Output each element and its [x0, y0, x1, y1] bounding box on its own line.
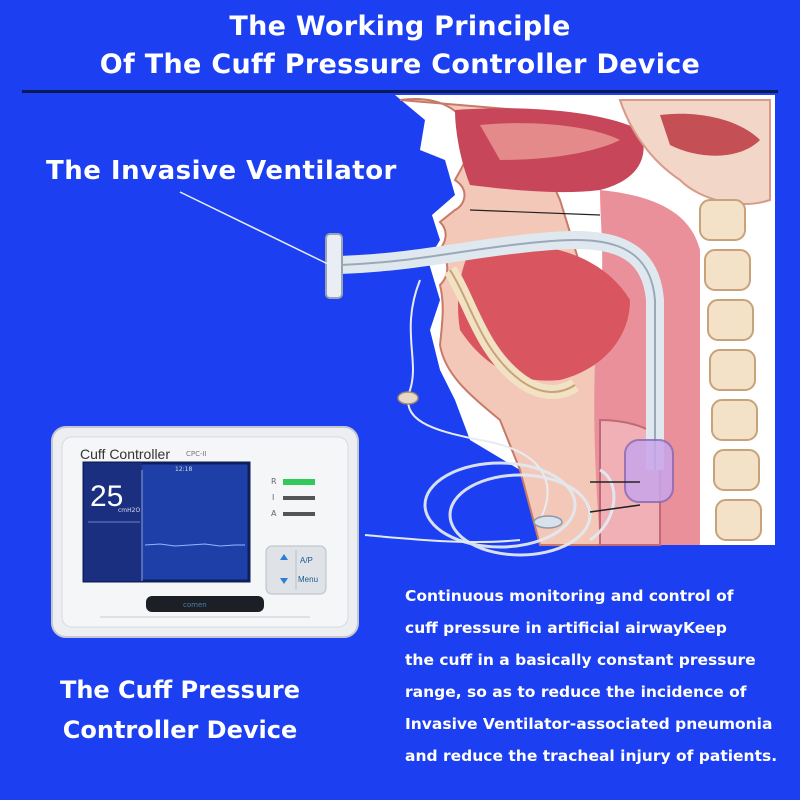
up-arrow-icon [280, 554, 288, 560]
spine [699, 199, 762, 541]
description: Continuous monitoring and control of cuf… [405, 580, 790, 772]
description-line: cuff pressure in artificial airwayKeep [405, 619, 727, 637]
title-divider [22, 90, 778, 93]
device-label: The Cuff Pressure Controller Device [30, 670, 330, 750]
cuff-balloon [624, 439, 674, 503]
indicator-a-label: A [271, 509, 277, 518]
indicator-r [283, 479, 315, 485]
device-title: Cuff Controller [80, 446, 171, 462]
ventilator-pointer [179, 191, 331, 266]
coiled-tubing [423, 461, 616, 557]
screen-pressure-value: 25 [90, 480, 124, 513]
down-arrow-icon [280, 578, 288, 584]
screen-unit: cmH2O [118, 507, 141, 514]
ventilator-label: The Invasive Ventilator [46, 156, 397, 186]
device-label-line-2: Controller Device [62, 716, 298, 744]
indicator-i-label: I [272, 493, 275, 502]
page-title: The Working Principle Of The Cuff Pressu… [0, 8, 800, 84]
description-line: and reduce the tracheal injury of patien… [405, 747, 778, 765]
tongue [458, 244, 630, 381]
device-model: CPC-II [186, 450, 207, 458]
pressure-trace [144, 543, 245, 547]
description-line: range, so as to reduce the incidence of [405, 683, 747, 701]
pilot-valve [397, 391, 419, 405]
device-brand: comen [183, 601, 207, 609]
brand-strip [146, 596, 264, 612]
description-line: Invasive Ventilator-associated pneumonia [405, 715, 773, 733]
indicator-a [283, 512, 315, 516]
title-line-1: The Working Principle [229, 11, 571, 42]
ap-button: A/P [300, 556, 313, 565]
screen-time: 12:18 [175, 466, 193, 473]
tube-clip [533, 515, 563, 529]
description-line: the cuff in a basically constant pressur… [405, 651, 756, 669]
device-label-line-1: The Cuff Pressure [59, 676, 301, 704]
indicator-r-label: R [271, 477, 277, 486]
cuff-pointer-2 [589, 504, 641, 513]
menu-button: Menu [298, 575, 319, 584]
device-connection [364, 534, 521, 544]
description-line: Continuous monitoring and control of [405, 587, 734, 605]
indicator-i [283, 496, 315, 500]
title-line-2: Of The Cuff Pressure Controller Device [99, 49, 701, 80]
tube-connector [325, 233, 343, 299]
